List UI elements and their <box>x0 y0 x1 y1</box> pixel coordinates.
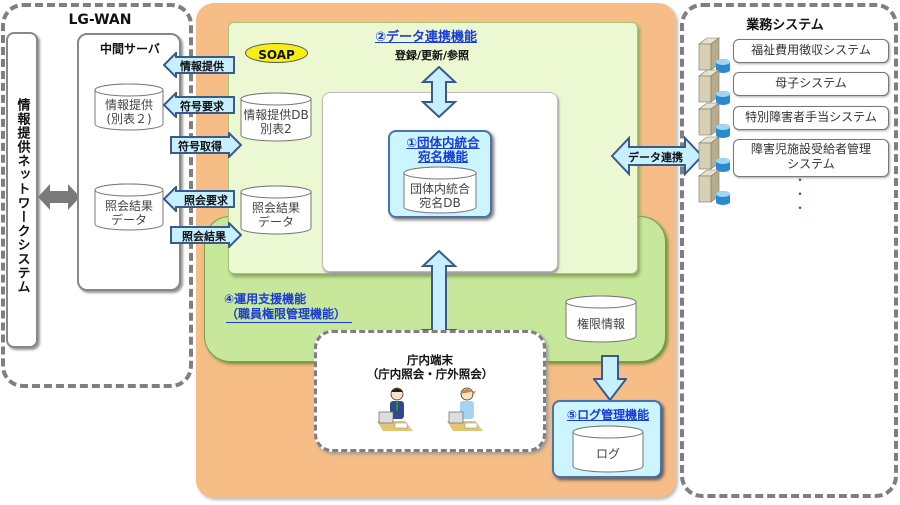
staff-female-icon <box>447 387 483 431</box>
server-icon-5 <box>698 169 730 205</box>
ops-support-title-1[interactable]: ④運用支援機能 <box>224 292 307 306</box>
terminal-title-2: （庁内照会・庁外照会） <box>366 367 494 381</box>
result-db-label-2: データ <box>110 213 147 227</box>
arrow-code-request-label: 符号要求 <box>180 100 224 113</box>
system-box-welfare-fee[interactable]: 福祉費用徴収システム <box>733 39 889 63</box>
server-icon-3 <box>698 102 730 138</box>
log-db-label: ログ <box>595 447 620 461</box>
lgwan-title: LG-WAN <box>68 12 132 28</box>
name-db-label-1: 団体内統合 <box>409 182 470 196</box>
ellipsis-dot-3: ・ <box>794 201 807 215</box>
server-icon-1 <box>698 37 730 73</box>
log-function-title[interactable]: ⑤ログ管理機能 <box>566 408 650 422</box>
ops-support-title-2[interactable]: （職員権限管理機能） <box>226 305 352 323</box>
provision-db2-label-2: 別表2 <box>260 122 292 136</box>
server-icon-4 <box>698 136 730 172</box>
network-system-box: 情報提供ネットワークシステム <box>6 32 38 348</box>
system-label-child-facility-1: 障害児施設受給者管理 <box>750 142 871 156</box>
system-box-special-disability[interactable]: 特別障害者手当システム <box>733 106 889 130</box>
system-label-welfare-fee: 福祉費用徴収システム <box>751 43 871 57</box>
network-system-label: 情報提供ネットワークシステム <box>14 98 30 294</box>
data-link-arrow-label: データ連携 <box>628 151 683 164</box>
ellipsis-dot-2: ・ <box>794 187 807 201</box>
result-db2-label-2: データ <box>257 215 294 229</box>
staff-male-icon <box>377 387 413 431</box>
provision-db2-cylinder: 情報提供DB 別表2 <box>240 92 312 142</box>
name-function-title-2[interactable]: 宛名機能 <box>417 149 468 164</box>
result-db2-label-1: 照会結果 <box>251 201 300 215</box>
middle-server-box <box>77 33 181 291</box>
data-link-vertical-arrow-icon <box>420 66 458 118</box>
network-double-arrow-icon <box>38 184 80 210</box>
name-db-label-2: 宛名DB <box>419 196 461 210</box>
log-down-arrow-icon <box>593 355 627 401</box>
arrow-inquiry-request-label: 照会要求 <box>184 194 228 207</box>
system-label-child-facility-2: システム <box>787 157 835 171</box>
terminal-title-1: 庁内端末 <box>407 353 453 367</box>
terminal-box <box>314 330 546 452</box>
arrow-inquiry-request-icon <box>163 186 235 212</box>
system-label-mother-child: 母子システム <box>775 76 847 90</box>
provision-db2-label-1: 情報提供DB <box>243 108 309 122</box>
system-label-special-disability: 特別障害者手当システム <box>745 110 877 124</box>
arrow-code-acquire-icon <box>170 132 242 158</box>
arrow-inquiry-result-label: 照会結果 <box>182 230 226 243</box>
data-link-subtitle: 登録/更新/参照 <box>395 49 470 62</box>
result-db-label-1: 照会結果 <box>104 199 153 213</box>
business-systems-title: 業務システム <box>746 18 824 33</box>
log-db-cylinder: ログ <box>572 425 644 473</box>
name-function-title-1[interactable]: ①団体内統合 <box>406 135 480 150</box>
soap-label: SOAP <box>258 48 295 62</box>
ellipsis-dot-1: ・ <box>794 173 807 187</box>
soap-badge: SOAP <box>245 43 308 63</box>
result-db-cylinder: 照会結果 データ <box>94 183 164 231</box>
permission-db-label: 権限情報 <box>576 317 625 331</box>
name-db-cylinder: 団体内統合 宛名DB <box>403 166 477 214</box>
middle-server-title: 中間サーバ <box>100 42 160 56</box>
server-icon-2 <box>698 69 730 105</box>
provision-db-cylinder: 情報提供 (別表２) <box>94 83 164 131</box>
arrow-info-provision-label: 情報提供 <box>180 60 224 73</box>
arrow-code-acquire-label: 符号取得 <box>178 140 222 153</box>
arrow-info-provision-icon <box>163 52 235 78</box>
arrow-inquiry-result-icon <box>170 222 242 248</box>
permission-db-cylinder: 権限情報 <box>565 295 637 343</box>
arrow-code-request-icon <box>163 92 235 118</box>
data-link-title[interactable]: ②データ連携機能 <box>375 30 478 45</box>
result-db2-cylinder: 照会結果 データ <box>240 185 312 235</box>
system-box-child-facility[interactable]: 障害児施設受給者管理 システム <box>733 139 889 177</box>
provision-db-label-1: 情報提供 <box>104 98 153 112</box>
system-box-mother-child[interactable]: 母子システム <box>733 72 889 96</box>
provision-db-label-2: (別表２) <box>106 112 152 126</box>
